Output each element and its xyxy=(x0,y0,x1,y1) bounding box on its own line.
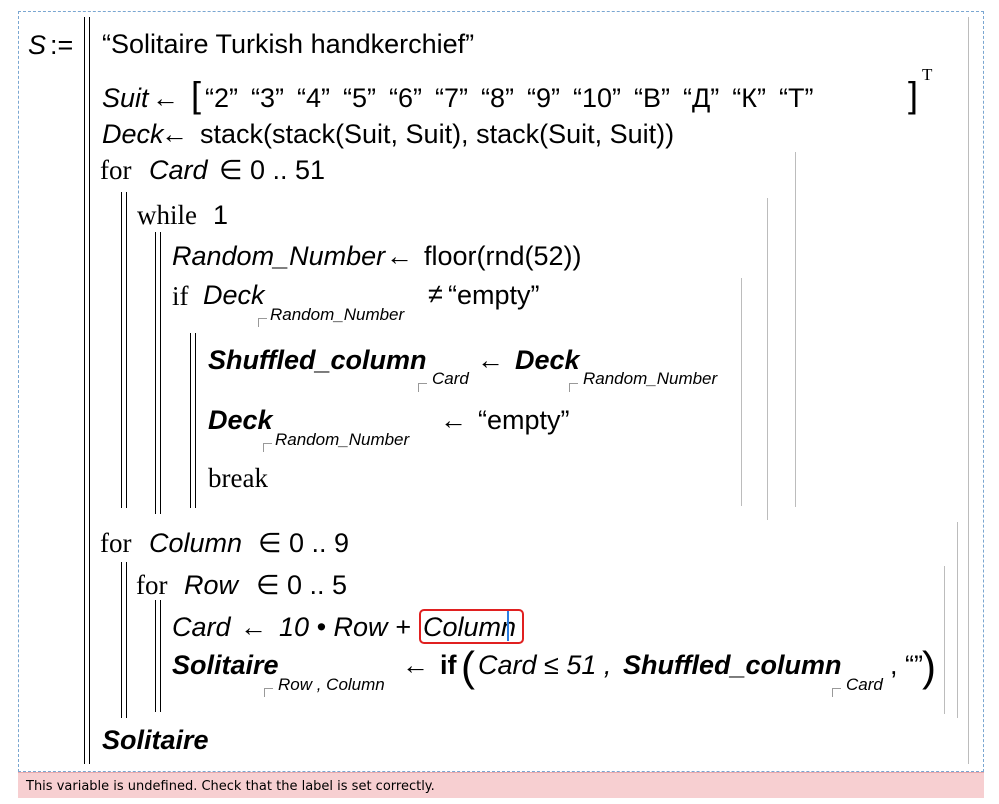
subscript-index[interactable]: Random_Number xyxy=(275,430,410,449)
for-keyword: for xyxy=(136,570,168,600)
paren-open: ( xyxy=(461,643,475,690)
random-number-var[interactable]: Random_Number xyxy=(172,241,386,271)
deck-var[interactable]: Deck xyxy=(515,345,580,375)
suit-value[interactable]: “9” xyxy=(527,83,560,113)
program-bar-outer xyxy=(89,17,90,764)
else-value[interactable]: , “” xyxy=(890,650,923,680)
assign-arrow: ← xyxy=(161,119,188,149)
error-message-bar: This variable is undefined. Check that t… xyxy=(18,772,984,798)
break-keyword: break xyxy=(208,463,268,493)
program-bar xyxy=(190,333,191,508)
bracket-open: [ xyxy=(191,74,202,115)
assign-arrow: ← xyxy=(440,405,467,435)
while-keyword: while xyxy=(137,200,197,230)
subscript-index[interactable]: Row , Column xyxy=(278,675,385,694)
shuffled-column-var[interactable]: Shuffled_column xyxy=(623,650,842,680)
loop-range[interactable]: ∈ 0 .. 51 xyxy=(219,155,326,185)
variable-name[interactable]: S xyxy=(28,30,47,60)
suit-value[interactable]: “К” xyxy=(732,83,767,113)
suit-value[interactable]: “3” xyxy=(251,83,284,113)
subscript-marker xyxy=(264,688,273,697)
program-bar xyxy=(121,562,122,718)
suit-value[interactable]: “4” xyxy=(297,83,330,113)
while-condition[interactable]: 1 xyxy=(213,200,229,230)
program-bar xyxy=(160,232,161,514)
bracket-close: ] xyxy=(908,74,919,115)
define-operator: := xyxy=(50,30,74,60)
program-bar xyxy=(121,192,122,508)
program-bar xyxy=(126,562,127,718)
program-guide xyxy=(767,198,768,520)
program-guide xyxy=(968,17,969,764)
error-highlight-box[interactable] xyxy=(419,609,524,644)
suit-value[interactable]: “Т” xyxy=(779,83,814,113)
if-function[interactable]: if xyxy=(440,650,457,680)
suit-value[interactable]: “7” xyxy=(435,83,468,113)
card-var[interactable]: Card xyxy=(172,612,231,642)
undefined-variable-column[interactable]: Column xyxy=(423,612,517,642)
suit-var[interactable]: Suit xyxy=(102,83,149,113)
shuffled-column-var[interactable]: Shuffled_column xyxy=(208,345,427,375)
deck-expression[interactable]: stack(stack(Suit, Suit), stack(Suit, Sui… xyxy=(200,119,675,149)
program-bar-outer xyxy=(84,17,85,764)
subscript-index[interactable]: Random_Number xyxy=(270,305,405,324)
assign-arrow: ← xyxy=(386,241,413,271)
random-expression[interactable]: floor(rnd(52)) xyxy=(424,241,582,271)
subscript-marker xyxy=(418,383,427,392)
deck-var[interactable]: Deck xyxy=(102,119,164,149)
suit-value[interactable]: “10” xyxy=(573,83,622,113)
program-bar xyxy=(160,600,161,712)
subscript-index[interactable]: Card xyxy=(846,675,883,694)
suit-values: “2” “3” “4” “5” “6” “7” “8” “9” “10” “В”… xyxy=(205,85,814,112)
loop-var-row[interactable]: Row xyxy=(184,570,239,600)
program-bar xyxy=(155,600,156,712)
program-guide xyxy=(957,522,958,718)
program-bar xyxy=(155,232,156,514)
if-condition[interactable]: Card ≤ 51 , xyxy=(478,650,612,680)
for-keyword: for xyxy=(100,528,132,558)
paren-close: ) xyxy=(922,643,936,690)
suit-value[interactable]: “8” xyxy=(481,83,514,113)
text-cursor xyxy=(507,611,509,641)
if-keyword: if xyxy=(172,281,189,311)
subscript-marker xyxy=(569,383,578,392)
suit-value[interactable]: “5” xyxy=(343,83,376,113)
program-guide xyxy=(944,566,945,714)
deck-var[interactable]: Deck xyxy=(208,405,273,435)
subscript-marker xyxy=(263,443,272,452)
program-bar xyxy=(126,192,127,508)
loop-range[interactable]: ∈ 0 .. 5 xyxy=(256,570,348,600)
card-expression[interactable]: 10 • Row + xyxy=(279,612,411,642)
solitaire-var[interactable]: Solitaire xyxy=(172,650,279,680)
subscript-index[interactable]: Random_Number xyxy=(583,369,718,388)
suit-value[interactable]: “В” xyxy=(634,83,671,113)
subscript-index[interactable]: Card xyxy=(432,369,469,388)
empty-string[interactable]: “empty” xyxy=(478,405,570,435)
loop-var-column[interactable]: Column xyxy=(149,528,243,558)
suit-value[interactable]: “Д” xyxy=(683,83,720,113)
transpose-symbol: T xyxy=(922,65,933,84)
deck-var[interactable]: Deck xyxy=(203,280,265,310)
program-guide xyxy=(795,152,796,507)
loop-var-card[interactable]: Card xyxy=(149,155,208,185)
suit-value[interactable]: “6” xyxy=(389,83,422,113)
assign-arrow: ← xyxy=(402,650,429,680)
subscript-marker xyxy=(258,318,267,327)
not-equal-operator: ≠ xyxy=(428,279,443,309)
empty-string[interactable]: “empty” xyxy=(448,280,540,310)
suit-value[interactable]: “2” xyxy=(205,83,238,113)
program-bar xyxy=(195,333,196,508)
subscript-marker xyxy=(832,688,841,697)
for-keyword: for xyxy=(100,155,132,185)
program-guide xyxy=(741,278,742,506)
assign-arrow: ← xyxy=(477,345,504,375)
title-string[interactable]: “Solitaire Turkish handkerchief” xyxy=(102,29,475,59)
result-var[interactable]: Solitaire xyxy=(102,725,209,755)
assign-arrow: ← xyxy=(240,612,267,642)
assign-arrow: ← xyxy=(152,83,179,113)
math-region[interactable] xyxy=(18,11,984,772)
loop-range[interactable]: ∈ 0 .. 9 xyxy=(258,528,350,558)
